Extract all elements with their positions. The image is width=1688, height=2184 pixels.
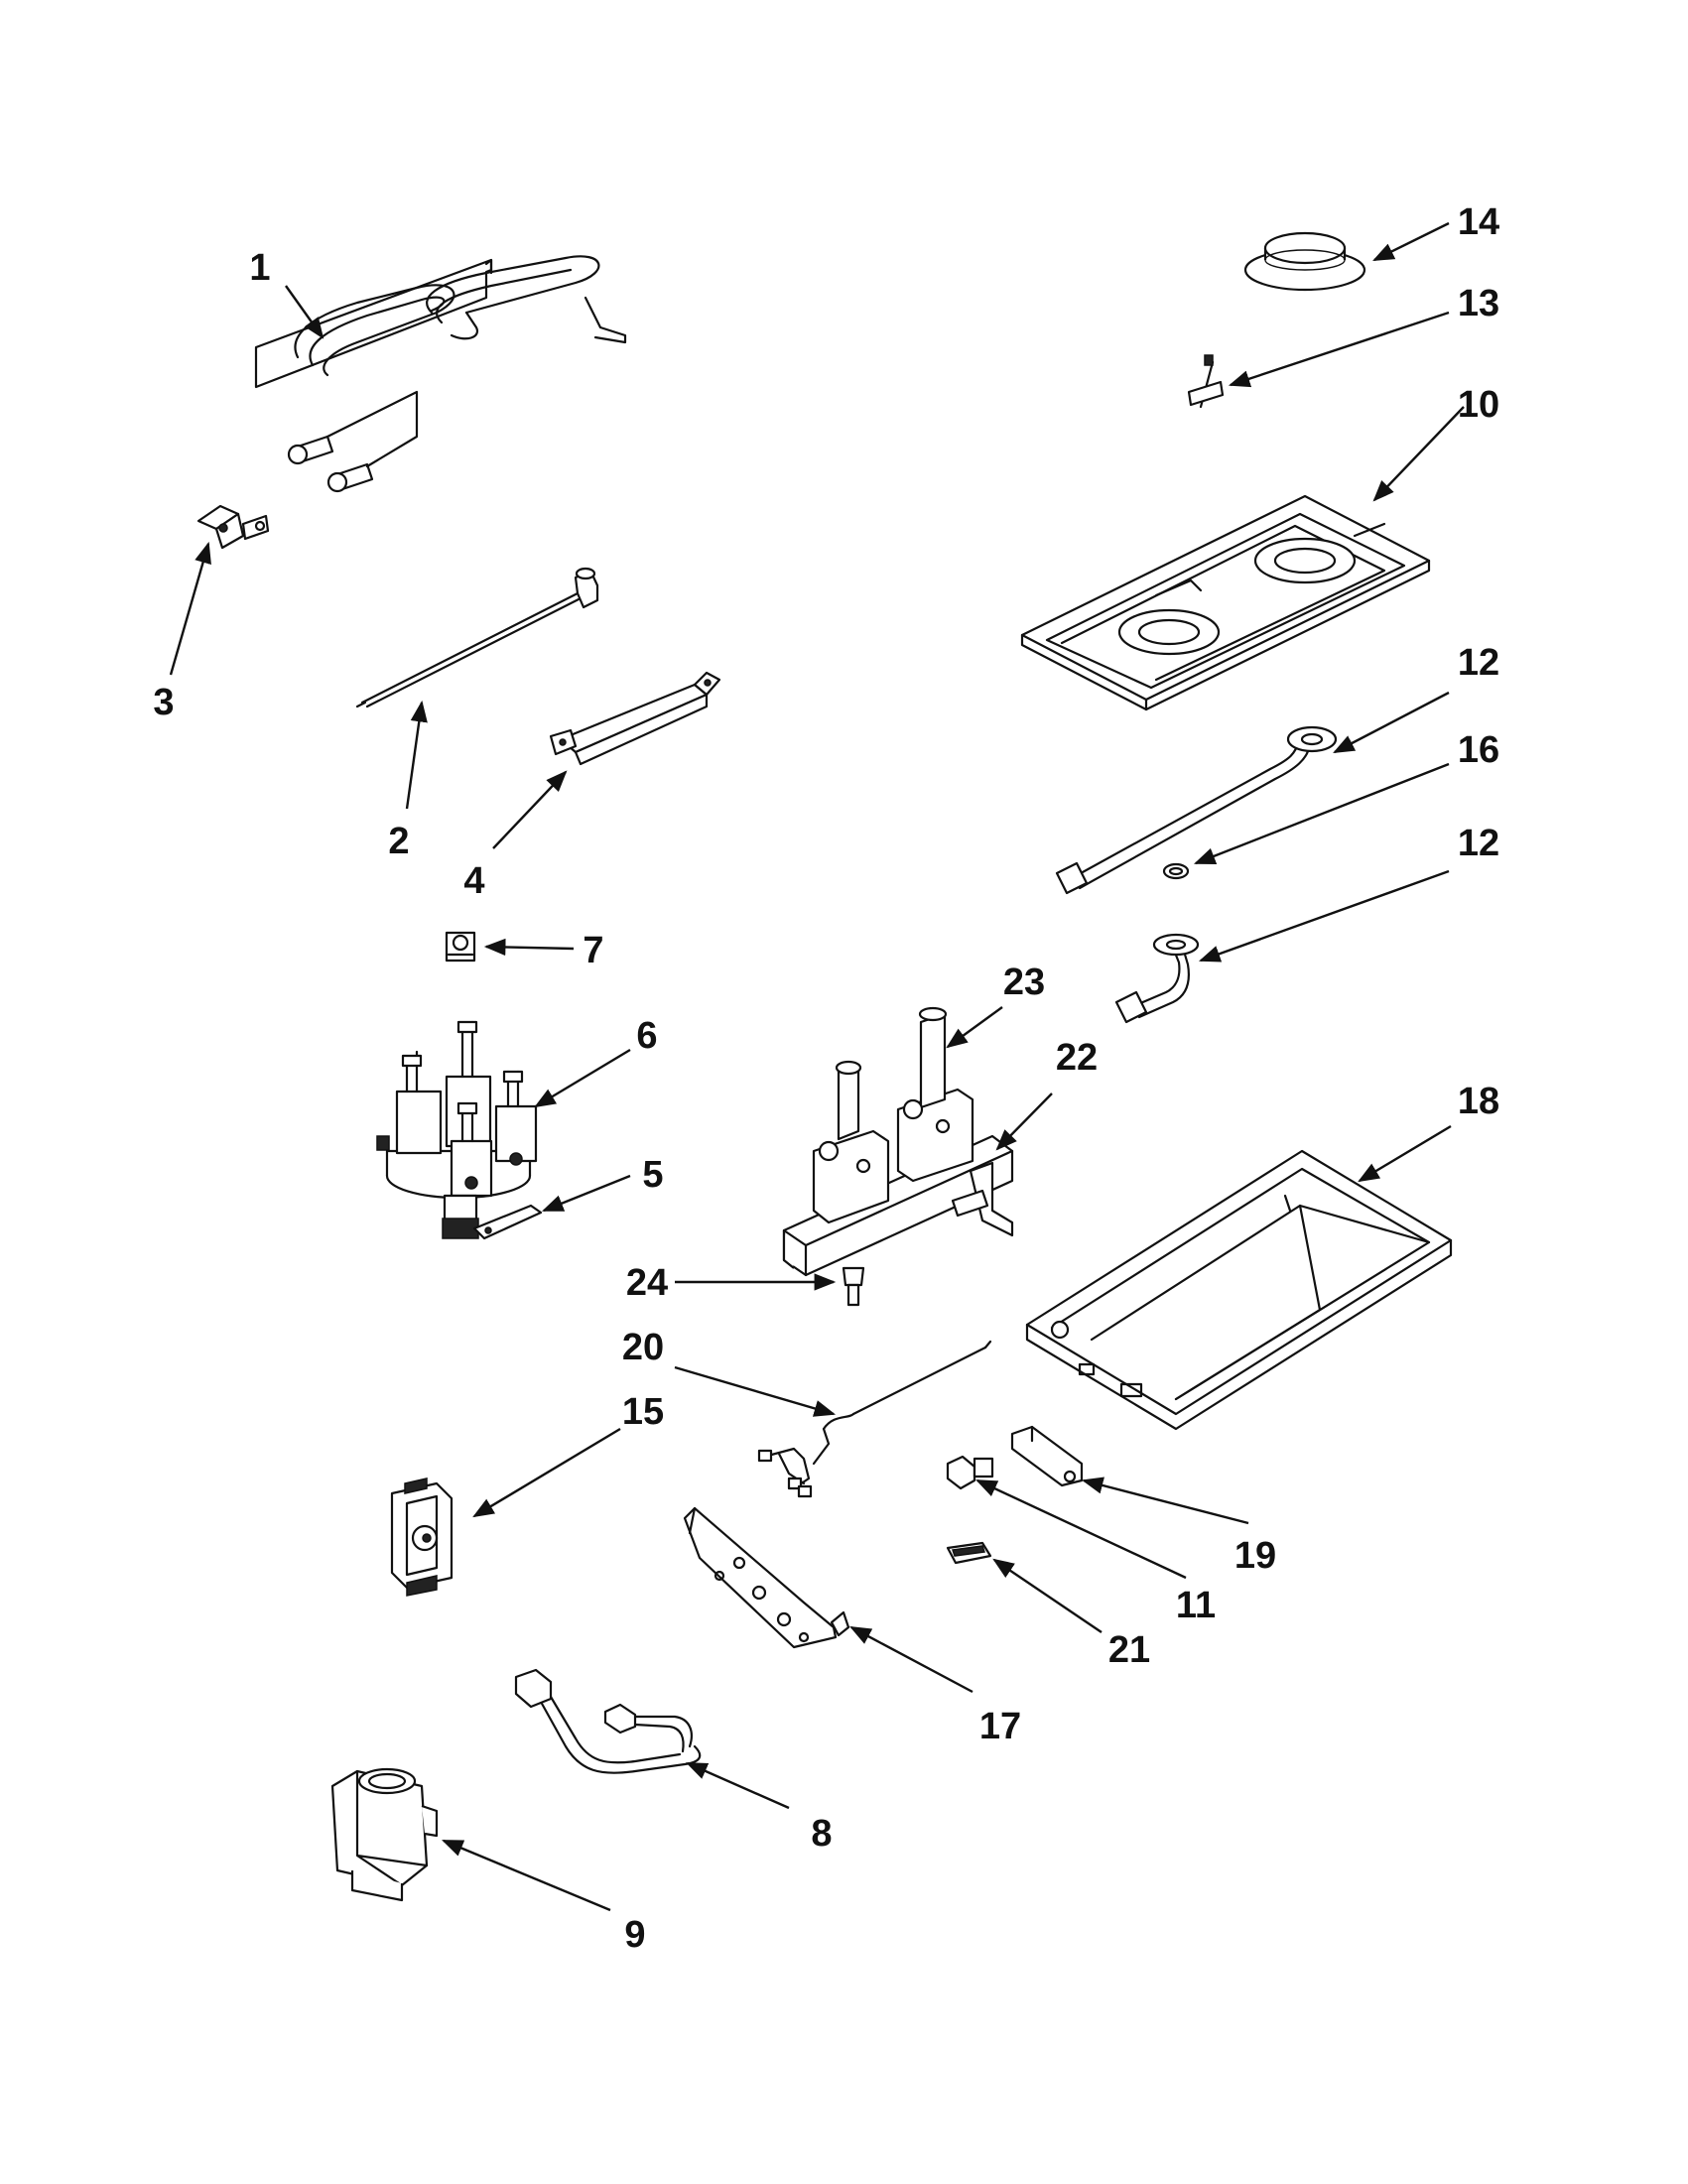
leader-7 bbox=[483, 938, 575, 957]
leader-23 bbox=[946, 1006, 1003, 1049]
part-7-clip bbox=[445, 931, 476, 963]
part-18-burner-box bbox=[1025, 1149, 1453, 1431]
part-8-gas-tube bbox=[514, 1668, 702, 1774]
leader-14 bbox=[1372, 221, 1450, 262]
leader-13 bbox=[1228, 311, 1450, 388]
leader-lines bbox=[169, 221, 1465, 1912]
leader-10 bbox=[1372, 406, 1465, 502]
callout-10: 10 bbox=[1458, 384, 1499, 426]
callout-19: 19 bbox=[1234, 1535, 1276, 1577]
part-5-bracket bbox=[472, 1204, 543, 1240]
callout-21: 21 bbox=[1108, 1629, 1150, 1671]
callout-7: 7 bbox=[583, 930, 603, 971]
callout-8: 8 bbox=[811, 1813, 832, 1855]
callout-13: 13 bbox=[1458, 283, 1499, 324]
leader-2 bbox=[405, 700, 428, 810]
part-11-fitting bbox=[946, 1455, 994, 1490]
part-24-screw bbox=[842, 1266, 865, 1307]
part-10-cooktop bbox=[1020, 494, 1431, 711]
callout-18: 18 bbox=[1458, 1081, 1499, 1122]
part-21-clip bbox=[946, 1541, 992, 1565]
callout-5: 5 bbox=[642, 1154, 663, 1196]
callout-11: 11 bbox=[1176, 1585, 1216, 1626]
callout-9: 9 bbox=[624, 1914, 645, 1956]
part-2-rod bbox=[355, 567, 599, 708]
part-9-regulator bbox=[330, 1767, 439, 1902]
leader-6 bbox=[534, 1048, 631, 1108]
callout-labels: 1 2 3 4 5 6 7 8 9 10 11 12 12 13 14 15 1… bbox=[153, 201, 1499, 1956]
part-15-connector bbox=[390, 1477, 454, 1597]
callout-2: 2 bbox=[388, 821, 409, 862]
callout-20: 20 bbox=[622, 1327, 664, 1368]
leader-3 bbox=[169, 541, 211, 676]
part-6-valve bbox=[376, 1020, 538, 1239]
part-12-burner-tube-b bbox=[1114, 933, 1200, 1024]
part-1-broiler-burner bbox=[254, 255, 627, 493]
callout-14: 14 bbox=[1458, 201, 1499, 243]
leader-16 bbox=[1193, 762, 1450, 865]
leader-18 bbox=[1358, 1124, 1452, 1183]
leader-8 bbox=[686, 1761, 790, 1810]
part-3-bracket bbox=[196, 504, 270, 550]
leader-4 bbox=[492, 770, 568, 849]
leader-21 bbox=[992, 1558, 1103, 1633]
callout-6: 6 bbox=[636, 1015, 657, 1057]
part-16-o-ring bbox=[1162, 862, 1190, 880]
leader-5 bbox=[541, 1174, 631, 1213]
callout-22: 22 bbox=[1056, 1037, 1098, 1079]
callout-24: 24 bbox=[626, 1262, 668, 1304]
callout-3: 3 bbox=[153, 682, 174, 723]
callout-17: 17 bbox=[979, 1706, 1021, 1747]
leader-12b bbox=[1198, 869, 1450, 963]
leader-22 bbox=[995, 1092, 1053, 1151]
callout-23: 23 bbox=[1003, 962, 1045, 1003]
callout-12b: 12 bbox=[1458, 823, 1499, 864]
part-17-plate bbox=[683, 1506, 850, 1649]
leader-12a bbox=[1333, 691, 1450, 754]
part-20-wire-harness bbox=[757, 1340, 992, 1498]
callout-16: 16 bbox=[1458, 729, 1499, 771]
part-4-channel-bracket bbox=[549, 671, 721, 766]
part-19-bracket bbox=[1010, 1425, 1084, 1487]
callout-15: 15 bbox=[622, 1391, 664, 1433]
callout-4: 4 bbox=[463, 860, 484, 902]
leader-11 bbox=[975, 1478, 1187, 1580]
leader-19 bbox=[1081, 1477, 1249, 1525]
part-22-manifold bbox=[782, 1006, 1014, 1277]
leader-9 bbox=[442, 1839, 611, 1912]
leader-20 bbox=[674, 1365, 837, 1417]
leader-17 bbox=[849, 1625, 974, 1694]
part-12-burner-tube-a bbox=[1055, 725, 1338, 895]
leader-15 bbox=[472, 1427, 621, 1518]
leader-1 bbox=[285, 285, 325, 339]
part-14-burner-cap bbox=[1243, 231, 1366, 292]
callout-12a: 12 bbox=[1458, 642, 1499, 684]
part-13-electrode bbox=[1187, 354, 1225, 409]
callout-1: 1 bbox=[249, 247, 270, 289]
